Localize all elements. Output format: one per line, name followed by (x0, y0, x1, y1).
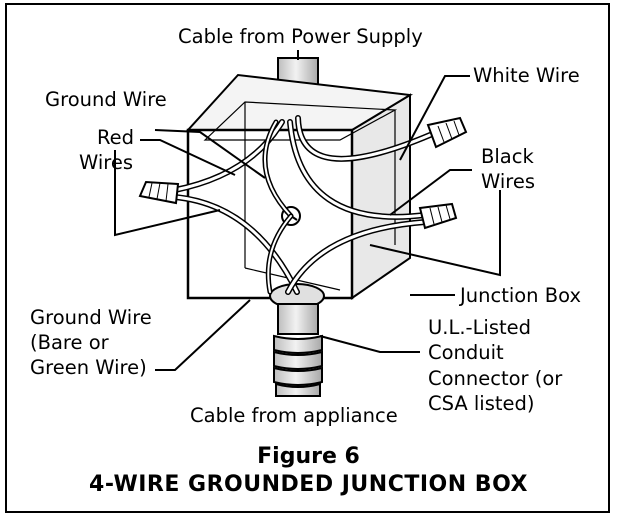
leader-lines (114, 50, 501, 371)
red-wire-lower (172, 194, 300, 295)
leader-white-wire (399, 75, 470, 161)
leader-black-wire-lower (369, 190, 501, 277)
label-ground-wire-bottom-line2: (Bare or (30, 331, 109, 354)
label-ground-wire-top: Ground Wire (45, 88, 167, 111)
label-ground-wire-bottom-line1: Ground Wire (30, 306, 152, 329)
label-black-wires-line2: Wires (481, 170, 536, 193)
white-wire (295, 115, 433, 162)
label-black-wires-line1: Black (481, 145, 534, 168)
wire-nut-white (426, 116, 468, 149)
black-wire-upper (287, 119, 428, 220)
leader-red-wire-upper (140, 139, 236, 176)
leader-black-wire-upper (389, 169, 472, 216)
label-appliance-cable: Cable from appliance (190, 404, 398, 427)
label-power-cable: Cable from Power Supply (178, 25, 423, 48)
label-junction-box: Junction Box (460, 284, 581, 307)
label-red-wires-line1: Red (97, 126, 135, 149)
leader-red-wire-lower (114, 150, 221, 237)
leader-ground-wire-bottom (155, 299, 251, 371)
label-connector-line2: Conduit (428, 341, 504, 364)
label-white-wire: White Wire (473, 64, 580, 87)
label-connector-line3: Connector (or (428, 367, 563, 390)
conduit-connector (273, 303, 323, 397)
ground-wire-upper (262, 119, 294, 219)
leader-connector (319, 335, 420, 353)
wire-nut-black (418, 202, 458, 230)
black-wire-lower (285, 219, 428, 295)
label-ground-wire-bottom-line3: Green Wire) (30, 356, 147, 379)
figure-title: 4-WIRE GROUNDED JUNCTION BOX (89, 472, 528, 497)
label-red-wires-line2: Wires (79, 151, 134, 174)
wires (172, 115, 433, 295)
label-connector-line4: CSA listed) (428, 392, 535, 415)
wire-nut-red (138, 180, 180, 205)
ground-wire-lower (265, 213, 294, 295)
leader-ground-wire-top (154, 129, 266, 179)
label-connector-line1: U.L.-Listed (428, 316, 532, 339)
red-wire-upper (172, 119, 285, 193)
figure-number: Figure 6 (257, 444, 360, 469)
